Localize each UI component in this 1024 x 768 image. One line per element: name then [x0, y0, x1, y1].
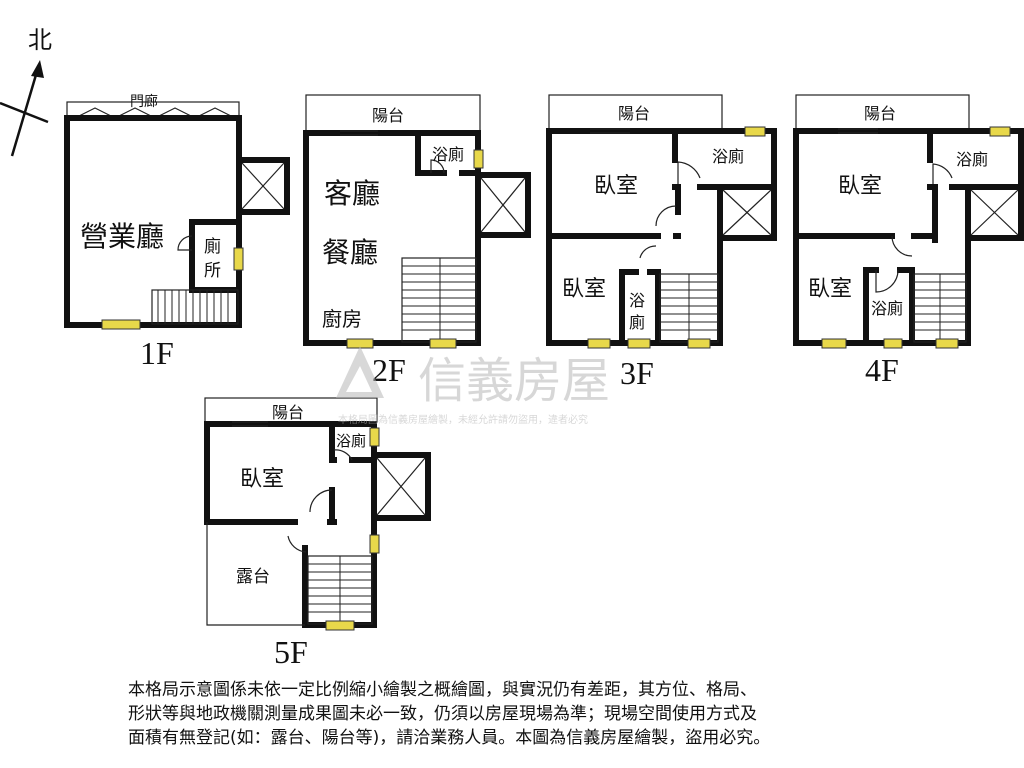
watermark-logo-icon	[336, 346, 384, 398]
stairs-2f	[401, 257, 477, 343]
room-dining: 餐廳	[322, 236, 378, 269]
floor-label-1f: 1F	[140, 335, 174, 371]
floor-2f: 陽台 浴廁 客廳 餐廳 廚房 2F	[303, 94, 531, 388]
floor-5f: 陽台 浴廁 臥室 露台 5F	[204, 397, 431, 670]
window	[883, 338, 903, 349]
floor-label-3f: 3F	[620, 355, 654, 391]
watermark-logo-text: 信義房屋	[418, 353, 610, 409]
window	[744, 126, 766, 137]
terrace-outline	[206, 522, 305, 626]
window	[687, 338, 711, 349]
room-terrace: 露台	[236, 567, 270, 587]
stairs-5f	[307, 555, 373, 625]
room-bath: 浴廁	[432, 145, 464, 164]
window	[473, 149, 484, 169]
room-kitchen: 廚房	[322, 307, 362, 331]
window	[369, 534, 380, 554]
window	[935, 338, 959, 349]
stairs-3f	[659, 273, 719, 343]
room-bedroom-a: 臥室	[838, 174, 882, 199]
window	[101, 319, 141, 330]
floor-label-2f: 2F	[372, 352, 406, 388]
room-bedroom-b: 臥室	[562, 277, 606, 302]
stairs-1f	[151, 289, 239, 325]
room-bath: 浴廁	[712, 147, 744, 166]
room-small-bath: 浴廁	[871, 299, 903, 318]
north-arrowhead-icon	[31, 60, 44, 78]
compass: 北	[0, 26, 52, 157]
room-balcony: 陽台	[272, 403, 304, 422]
room-balcony: 陽台	[864, 104, 896, 123]
room-toilet-2: 所	[204, 261, 221, 281]
north-label: 北	[28, 26, 52, 54]
room-small-bath-2: 廁	[629, 313, 645, 332]
window	[627, 338, 651, 349]
watermark-notice: 本格局圖為信義房屋繪製，未經允許請勿盜用，違者必究	[338, 413, 588, 426]
window	[233, 247, 244, 271]
stairs-4f	[913, 273, 967, 343]
disclaimer-line-3: 面積有無登記(如：露台、陽台等)，請洽業務人員。本圖為信義房屋繪製，盜用必究。	[128, 728, 771, 748]
disclaimer-line-1: 本格局示意圖係未依一定比例縮小繪製之概繪圖，與實況仍有差距，其方位、格局、	[128, 680, 757, 700]
room-bedroom-a: 臥室	[594, 174, 638, 199]
room-toilet-1: 廁	[204, 236, 221, 257]
window	[325, 620, 355, 631]
room-bedroom-b: 臥室	[808, 277, 852, 302]
room-balcony: 陽台	[618, 104, 650, 123]
floor-1f: 門廊 營業廳 廁 所 1F	[64, 93, 290, 371]
floor-3f: 陽台 浴廁 臥	[546, 94, 777, 391]
window	[821, 338, 847, 349]
window	[429, 338, 457, 349]
room-living: 客廳	[324, 177, 380, 210]
room-small-bath-1: 浴	[629, 291, 645, 310]
room-bath: 浴廁	[336, 432, 366, 450]
compass-cross-icon	[0, 101, 49, 124]
room-balcony: 陽台	[372, 106, 404, 125]
window	[989, 126, 1011, 137]
room-bath: 浴廁	[956, 150, 988, 169]
disclaimer-line-2: 形狀等與地政機關測量成果圖未必一致，仍須以房屋現場為準；現場空間使用方式及	[128, 704, 757, 724]
watermark: 信義房屋 本格局圖為信義房屋繪製，未經允許請勿盜用，違者必究	[336, 346, 610, 426]
room-porch: 門廊	[130, 93, 158, 110]
room-business-hall: 營業廳	[80, 220, 164, 253]
floor-4f: 陽台 浴廁 臥	[793, 94, 1024, 388]
floor-label-5f: 5F	[274, 634, 308, 670]
floor-label-4f: 4F	[865, 352, 899, 388]
room-bedroom: 臥室	[240, 467, 284, 492]
window	[587, 338, 611, 349]
window	[369, 427, 380, 447]
disclaimer-footnote: 本格局示意圖係未依一定比例縮小繪製之概繪圖，與實況仍有差距，其方位、格局、 形狀…	[128, 678, 908, 750]
